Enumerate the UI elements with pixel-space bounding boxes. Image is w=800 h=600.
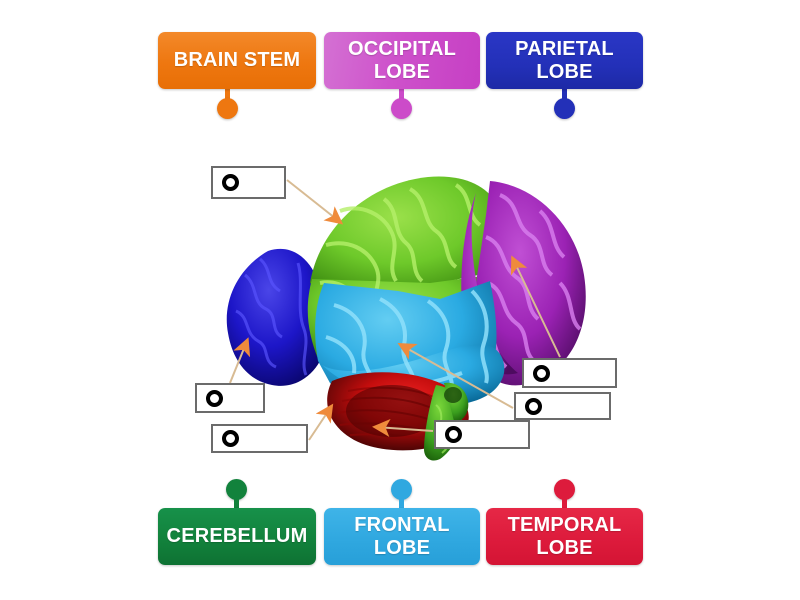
connector-stem-cerebellum bbox=[234, 492, 239, 512]
drop-marker-icon bbox=[533, 364, 550, 382]
answer-label-line1: TEMPORAL bbox=[507, 513, 622, 536]
answer-label-text: CEREBELLUM bbox=[166, 525, 308, 547]
connector-dot-occipital-lobe bbox=[391, 98, 412, 119]
connector-stem-occipital-lobe bbox=[399, 86, 404, 104]
answer-label-occipital-lobe[interactable]: OCCIPITAL LOBE bbox=[324, 32, 480, 89]
connector-stem-frontal-lobe bbox=[399, 492, 404, 512]
answer-label-line2: LOBE bbox=[373, 60, 431, 83]
answer-label-line1: PARIETAL bbox=[515, 37, 614, 60]
drop-marker-icon bbox=[222, 174, 239, 191]
drop-box-1[interactable] bbox=[211, 166, 286, 199]
drop-marker-icon bbox=[206, 389, 223, 407]
answer-label-temporal-lobe[interactable]: TEMPORAL LOBE bbox=[486, 508, 643, 565]
answer-label-line1: FRONTAL bbox=[354, 513, 450, 536]
answer-label-parietal-lobe[interactable]: PARIETAL LOBE bbox=[486, 32, 643, 89]
answer-label-text: PARIETAL LOBE bbox=[492, 38, 637, 84]
answer-label-line2: LOBE bbox=[373, 536, 431, 559]
drop-marker-icon bbox=[222, 430, 239, 447]
drop-marker-icon bbox=[525, 397, 542, 415]
answer-label-text: TEMPORAL LOBE bbox=[492, 514, 637, 560]
connector-dot-parietal-lobe bbox=[554, 98, 575, 119]
drop-box-4[interactable] bbox=[522, 358, 617, 388]
connector-stem-brain-stem bbox=[225, 86, 230, 104]
connector-stem-parietal-lobe bbox=[562, 86, 567, 104]
connector-dot-temporal-lobe bbox=[554, 479, 575, 500]
answer-label-frontal-lobe[interactable]: FRONTAL LOBE bbox=[324, 508, 480, 565]
drop-box-3[interactable] bbox=[211, 424, 308, 453]
answer-label-line2: LOBE bbox=[536, 536, 593, 559]
answer-label-line2: LOBE bbox=[536, 60, 593, 83]
drop-box-2[interactable] bbox=[195, 383, 265, 413]
answer-label-text: BRAIN STEM bbox=[173, 49, 301, 71]
brain-region-temporal bbox=[226, 248, 320, 386]
connector-dot-cerebellum bbox=[226, 479, 247, 500]
connector-dot-brain-stem bbox=[217, 98, 238, 119]
answer-label-cerebellum[interactable]: CEREBELLUM bbox=[158, 508, 316, 565]
drop-box-5[interactable] bbox=[514, 392, 611, 420]
drop-marker-icon bbox=[445, 426, 462, 443]
drop-box-6[interactable] bbox=[434, 420, 530, 449]
answer-label-line1: OCCIPITAL bbox=[347, 37, 457, 60]
answer-label-text: FRONTAL LOBE bbox=[330, 514, 474, 560]
connector-dot-frontal-lobe bbox=[391, 479, 412, 500]
answer-label-text: OCCIPITAL LOBE bbox=[330, 38, 474, 84]
connector-stem-temporal-lobe bbox=[562, 492, 567, 512]
answer-label-brain-stem[interactable]: BRAIN STEM bbox=[158, 32, 316, 89]
